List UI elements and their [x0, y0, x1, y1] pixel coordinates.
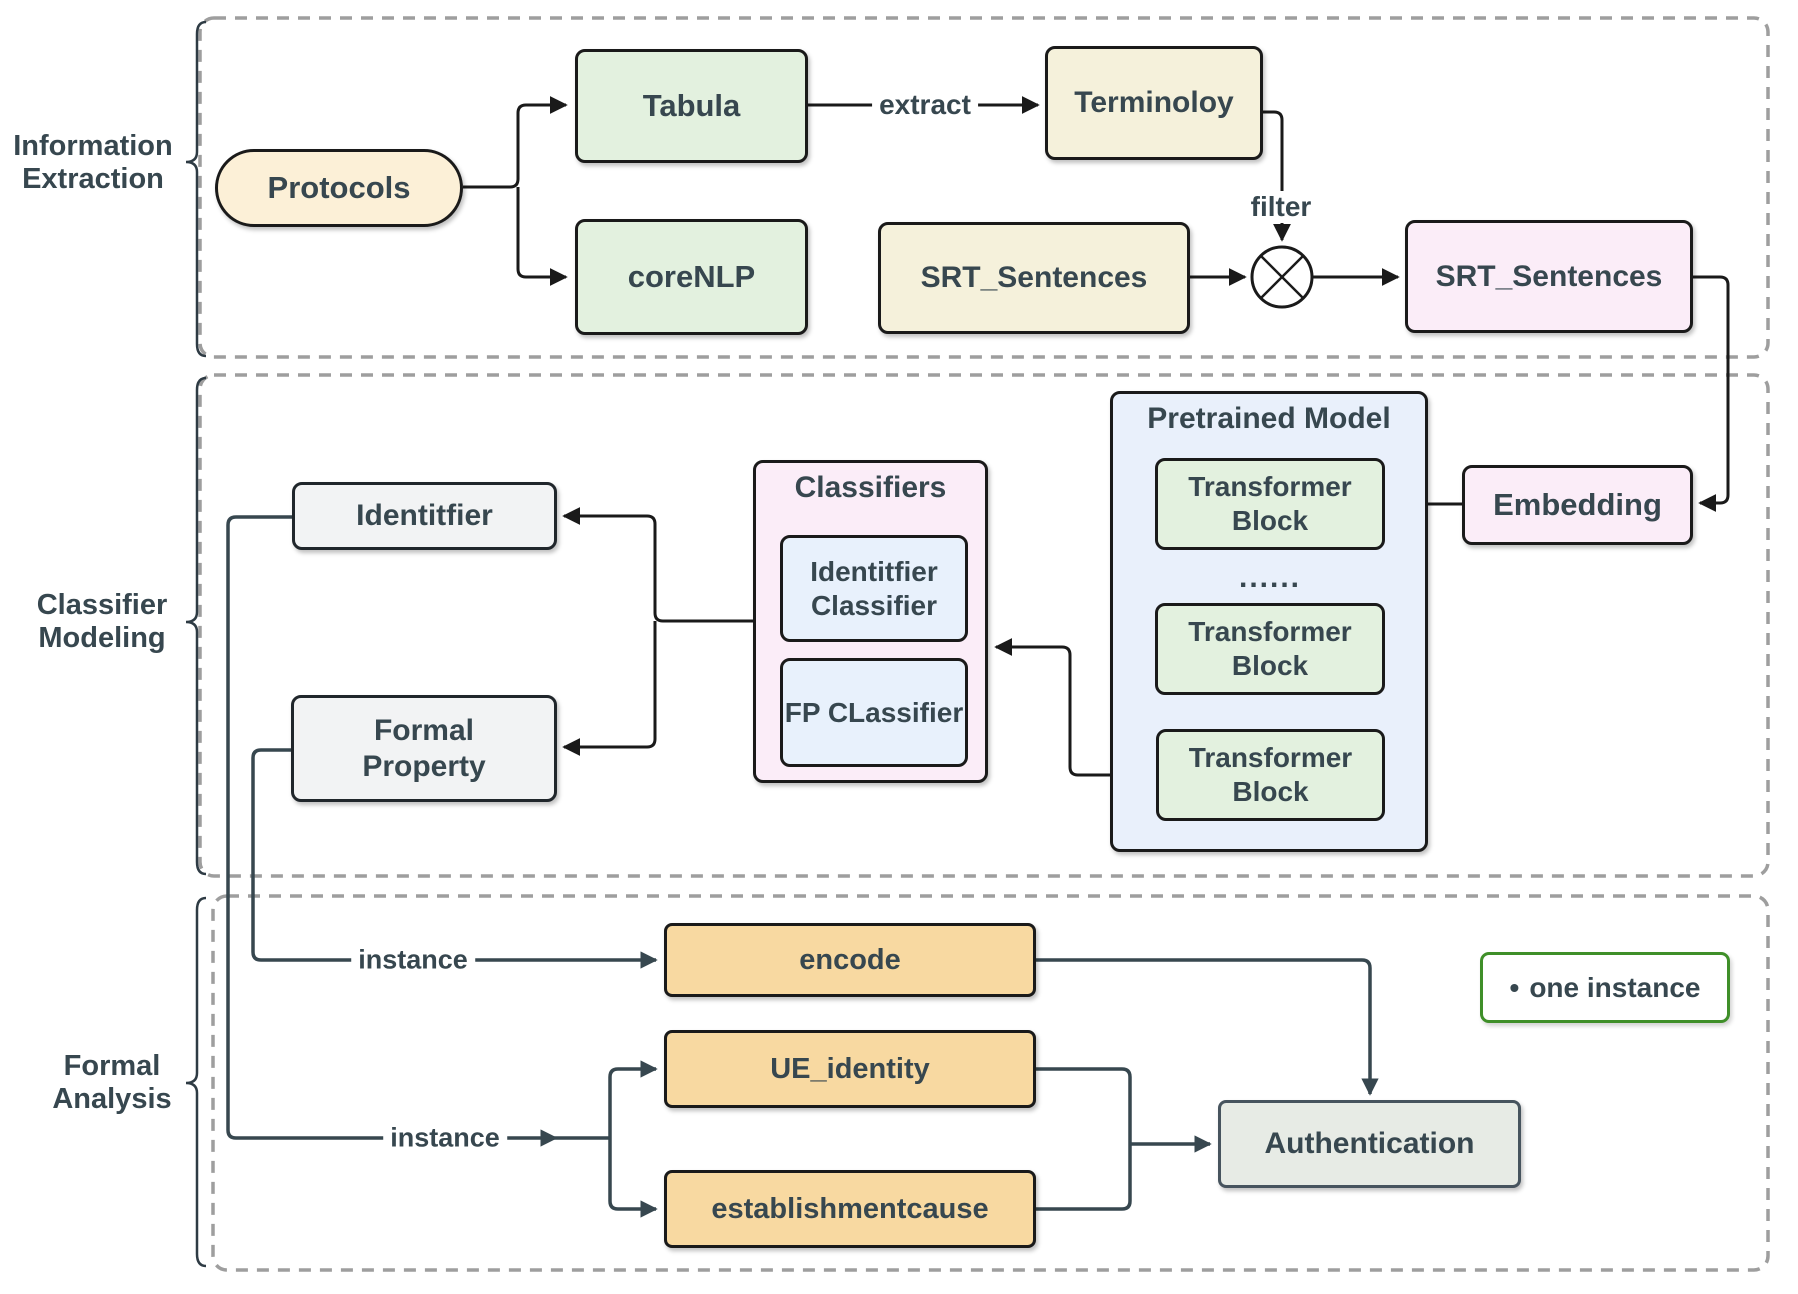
section-label-formal-analysis: Formal Analysis	[22, 1050, 202, 1116]
transformer-block-2-node: Transformer Block	[1155, 603, 1385, 695]
edge-terminology-filter-junction	[1263, 110, 1291, 242]
corenlp-node: coreNLP	[575, 219, 808, 335]
section-label-line: Information	[13, 130, 173, 162]
embedding-node: Embedding	[1462, 465, 1693, 545]
authentication-node: Authentication	[1218, 1100, 1521, 1188]
instance-bullet-icon: •	[1509, 971, 1520, 1003]
edge-identifier-instance	[226, 515, 558, 1147]
section-frame-formal-analysis	[211, 894, 1770, 1272]
tabula-node: Tabula	[575, 49, 808, 163]
terminology-node: Terminoloy	[1045, 46, 1263, 160]
instance-bottom-edge-label: instance	[383, 1122, 507, 1154]
brace-information-extraction	[185, 20, 207, 358]
edge-protocols-tabula	[463, 96, 568, 189]
filter-edge-label: filter	[1243, 191, 1319, 223]
pretrained-model-title: Pretrained Model	[1147, 402, 1391, 435]
formal-property-node: Formal Property	[291, 695, 557, 802]
srt-sentences-filtered-node: SRT_Sentences	[1405, 220, 1693, 333]
protocols-node: Protocols	[215, 149, 463, 227]
edge-encode-authentication	[1036, 958, 1379, 1096]
identifier-node: Identitfier	[292, 482, 557, 550]
brace-classifier-modeling	[185, 376, 207, 876]
section-label-classifier-modeling: Classifier Modeling	[12, 589, 192, 655]
section-frame-information-extraction	[198, 16, 1770, 359]
transformer-ellipsis: ......	[1238, 561, 1301, 594]
filter-operator-icon	[1250, 245, 1314, 309]
establishmentcause-node: establishmentcause	[664, 1170, 1036, 1248]
encode-node: encode	[664, 923, 1036, 997]
one-instance-legend-label: one instance	[1529, 971, 1701, 1003]
edge-protocols-corenlp	[516, 187, 568, 286]
instance-top-edge-label: instance	[351, 944, 475, 976]
classifiers-group-title: Classifiers	[794, 471, 947, 504]
edge-classifiers-formal-property	[562, 621, 657, 756]
edge-srt2-embedding	[1693, 275, 1730, 512]
section-label-line: Classifier	[36, 589, 168, 621]
edge-formal-property-encode	[251, 748, 658, 969]
edge-transformer3-classifiers	[994, 638, 1156, 777]
ue-identity-node: UE_identity	[664, 1030, 1036, 1108]
section-label-line: Formal	[63, 1050, 161, 1082]
section-label-line: Modeling	[38, 622, 166, 655]
edge-split-establishmentcause	[608, 1138, 658, 1218]
brace-formal-analysis	[185, 896, 207, 1268]
one-instance-legend: • one instance	[1480, 952, 1730, 1023]
transformer-block-3-node: Transformer Block	[1156, 729, 1385, 821]
srt-sentences-raw-node: SRT_Sentences	[878, 222, 1190, 334]
edge-classifiers-identifier	[562, 507, 753, 623]
edge-merge-bracket	[1036, 1067, 1132, 1211]
section-label-information-extraction: Information Extraction	[2, 130, 184, 196]
extract-edge-label: extract	[872, 89, 978, 121]
transformer-block-1-node: Transformer Block	[1155, 458, 1385, 550]
edge-split-ue-identity	[608, 1060, 658, 1138]
section-label-line: Analysis	[52, 1083, 172, 1116]
fp-classifier-node: FP CLassifier	[780, 658, 968, 767]
section-label-line: Extraction	[22, 163, 164, 196]
identifier-classifier-node: Identitfier Classifier	[780, 535, 968, 642]
